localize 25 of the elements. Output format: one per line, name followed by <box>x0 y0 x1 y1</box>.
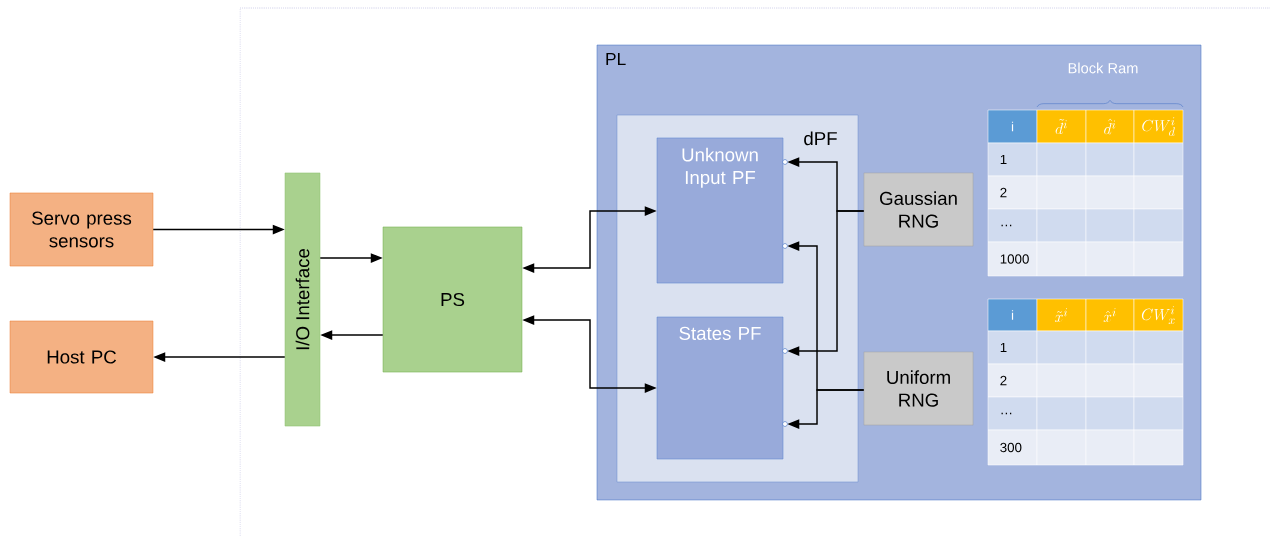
interface-bar: I/O Interface <box>284 172 321 427</box>
table-cell: 1000 <box>987 241 1038 277</box>
table-cell: i <box>987 109 1038 144</box>
table-cell: 2 <box>987 363 1038 398</box>
table-cell: $\tilde{d}^{i}$ <box>1036 109 1087 144</box>
rng-box: Uniform RNG <box>863 351 974 426</box>
sensor-box: Servo press sensors <box>9 192 154 267</box>
host-box: Host PC <box>9 320 154 394</box>
rng-box: Gaussian RNG <box>863 172 974 247</box>
table-cell: $\tilde{x}^{i}$ <box>1036 298 1087 332</box>
table-cell: $CW_{x}^{i}$ <box>1133 298 1184 332</box>
table-cell: $\hat{d}^{i}$ <box>1085 109 1135 144</box>
table-cell: 1 <box>987 330 1038 365</box>
ps-box: PS <box>382 226 523 373</box>
table-cell: $CW_{d}^{i}$ <box>1133 109 1184 144</box>
table-cell: 1 <box>987 142 1038 177</box>
table-cell: … <box>987 208 1038 243</box>
block-ram-label: Block Ram <box>1068 62 1138 74</box>
table-cell: $\hat{x}^{i}$ <box>1085 298 1135 332</box>
table-cell: 2 <box>987 175 1038 210</box>
filter-box: Unknown Input PF <box>656 137 784 284</box>
table-cell: i <box>987 298 1038 332</box>
table-cell: … <box>987 396 1038 431</box>
filter-box: States PF <box>656 316 784 460</box>
table-cell: 300 <box>987 429 1038 466</box>
